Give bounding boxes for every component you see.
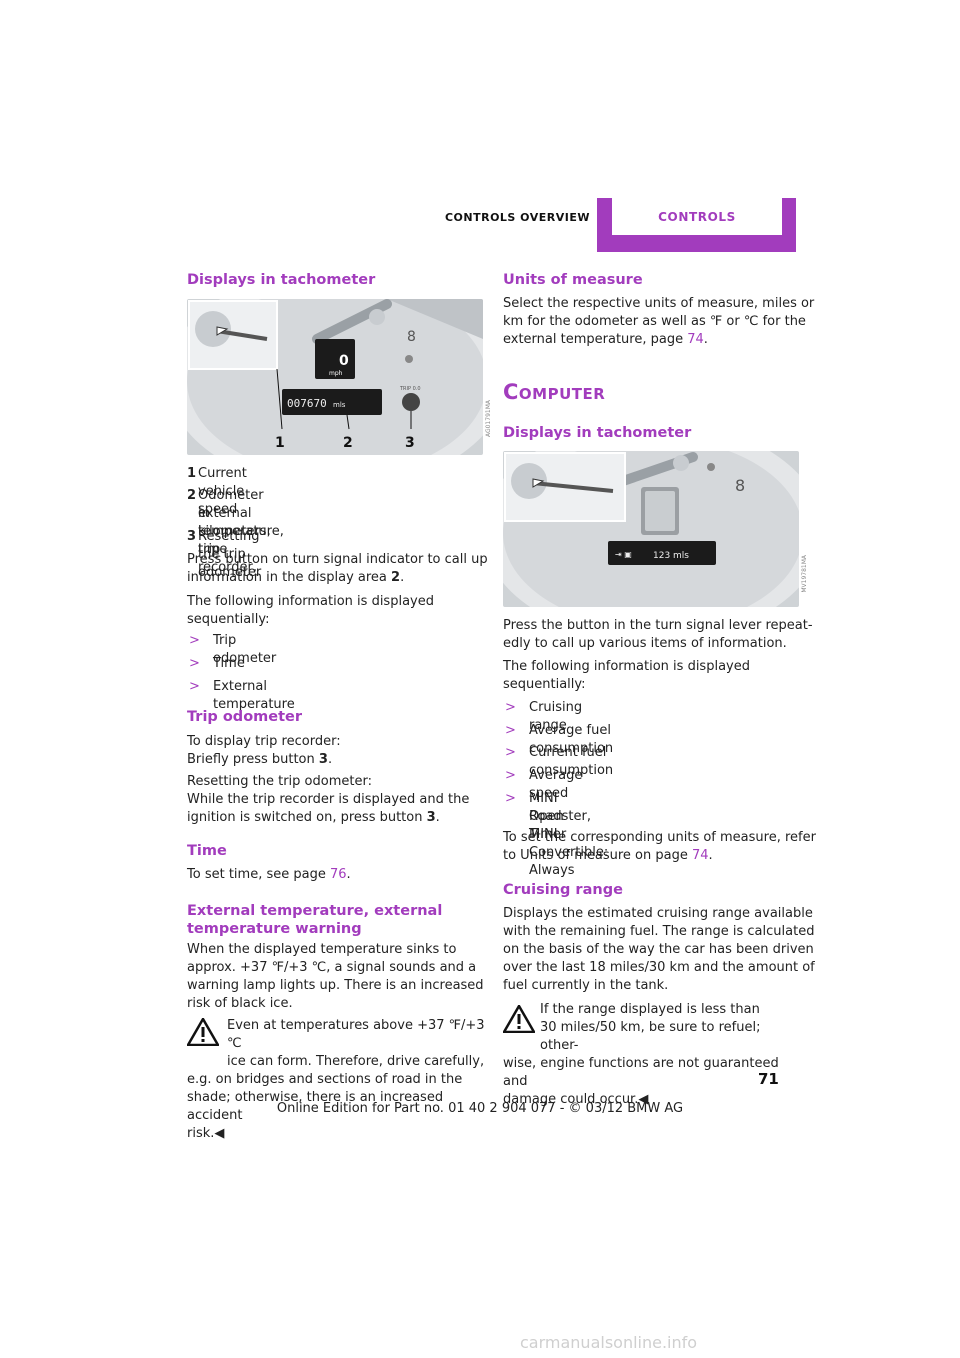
page-link-74[interactable]: 74	[691, 848, 709, 863]
svg-text:8: 8	[735, 476, 745, 495]
heading-displays-in-tachometer: Displays in tachometer	[187, 272, 376, 288]
paragraph-press-button: Press button on turn signal indicator to…	[187, 552, 488, 585]
computer-tachometer-illustration: 8 ⇥ ▣ 123 mls	[503, 451, 799, 607]
heading-computer: Computer	[503, 380, 606, 404]
paragraph-set-units: To set the corresponding units of measur…	[503, 830, 816, 863]
tachometer-figure: 8 0 mph TRIP 0.0 007670 mls 1 2 3	[187, 299, 483, 455]
warning-icon	[187, 1018, 219, 1046]
fig1-odometer-unit: mls	[333, 401, 346, 409]
edition-footer: Online Edition for Part no. 01 40 2 904 …	[276, 1101, 684, 1116]
figure-code-2: MV19781MA	[801, 555, 808, 593]
warning-black-ice: Even at temperatures above +37 ℉/+3 ℃ ic…	[187, 1018, 485, 1141]
fig1-unit: mph	[329, 370, 343, 377]
page-link-76[interactable]: 76	[329, 867, 347, 882]
heading-cruising-range: Cruising range	[503, 882, 623, 898]
chapter-tab-label: CONTROLS	[612, 198, 782, 235]
heading-trip-odometer: Trip odometer	[187, 709, 303, 725]
page-link-74[interactable]: 74	[687, 332, 704, 347]
watermark: carmanualsonline.info	[520, 1333, 698, 1352]
paragraph-external-temperature: When the displayed temperature sinks to …	[187, 942, 484, 1011]
page-number: 71	[758, 1070, 779, 1088]
computer-figure: 8 ⇥ ▣ 123 mls	[503, 451, 799, 607]
paragraph-computer-sequential: The following information is displayed s…	[503, 659, 750, 692]
fig1-trip: TRIP 0.0	[399, 386, 421, 392]
figure-code-1: AG01791MA	[485, 400, 492, 438]
fig1-speed: 0	[339, 353, 349, 369]
warning-refuel: If the range displayed is less than 30 m…	[503, 1002, 779, 1107]
heading-external-temperature: External temperature, external temperatu…	[187, 903, 443, 937]
heading-time: Time	[187, 843, 227, 859]
heading-units-of-measure: Units of measure	[503, 272, 643, 288]
paragraph-computer-press: Press the button in the turn signal leve…	[503, 618, 813, 651]
warning-icon	[503, 1005, 535, 1033]
paragraph-units: Select the respective units of measure, …	[503, 296, 815, 347]
paragraph-sequential: The following information is displayed s…	[187, 594, 434, 627]
fig1-label-3: 3	[405, 435, 415, 451]
paragraph-cruising-range: Displays the estimated cruising range av…	[503, 906, 815, 993]
paragraph-trip-display: To display trip recorder: Briefly press …	[187, 734, 341, 767]
svg-text:8: 8	[407, 329, 416, 345]
section-title: Controls overview	[444, 211, 590, 224]
heading-computer-displays: Displays in tachometer	[503, 425, 692, 441]
tachometer-illustration: 8 0 mph TRIP 0.0 007670 mls 1 2 3	[187, 299, 483, 455]
paragraph-trip-reset: Resetting the trip odometer: While the t…	[187, 774, 470, 825]
fig2-readout: 123 mls	[653, 551, 689, 561]
paragraph-time: To set time, see page 76.	[187, 867, 351, 882]
fig1-label-2: 2	[343, 435, 353, 451]
fig1-odometer: 007670	[287, 397, 327, 410]
svg-text:⇥ ▣: ⇥ ▣	[615, 550, 632, 559]
fig1-label-1: 1	[275, 435, 285, 451]
